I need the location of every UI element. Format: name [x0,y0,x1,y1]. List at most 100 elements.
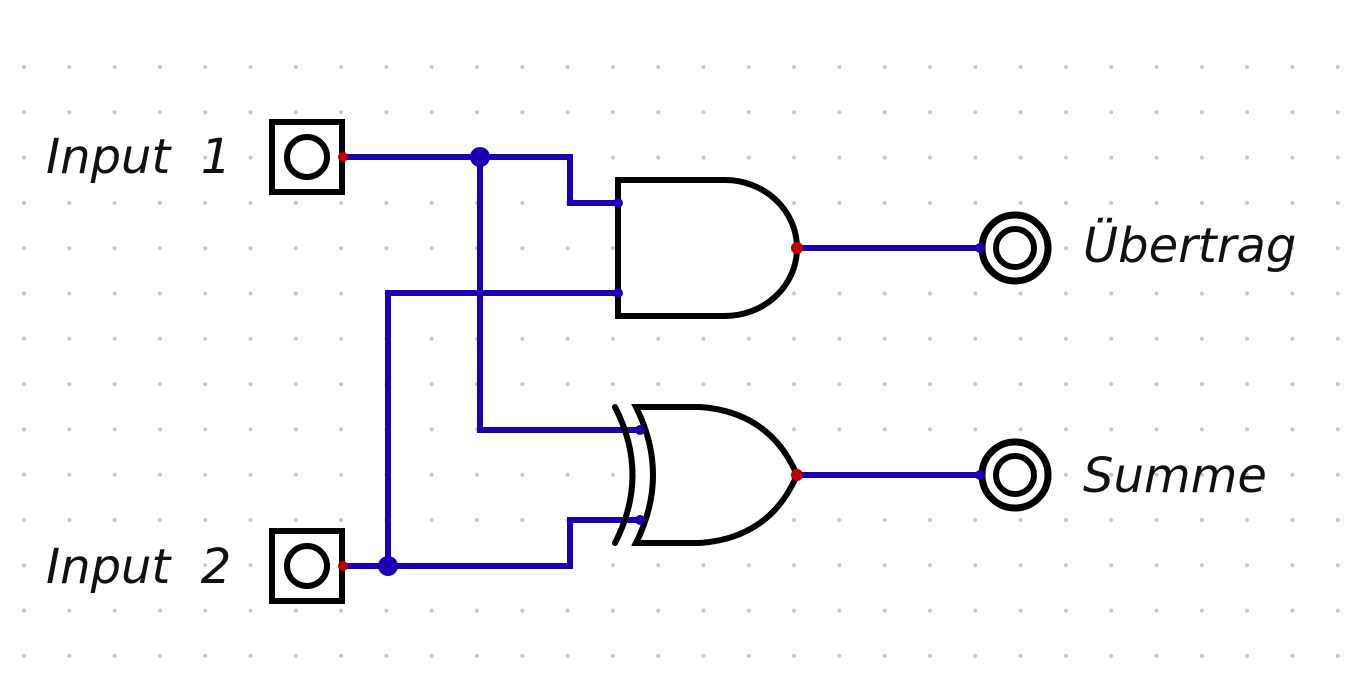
grid-dot [67,472,72,477]
grid-dot [429,65,434,69]
grid-dot [1335,155,1340,160]
grid-dot [1018,200,1023,205]
grid-dot [1199,427,1204,432]
grid-dot [1335,65,1340,69]
grid-dot [746,336,751,341]
grid-dot [293,336,298,341]
grid-dot [248,382,253,387]
grid-dot [429,653,434,658]
grid-dot [248,608,253,613]
grid-dot [837,382,842,387]
grid-dot [882,563,887,568]
grid-dot [1245,291,1250,296]
grid-dot [203,608,208,613]
grid-dot [203,155,208,160]
grid-dot [610,336,615,341]
grid-dot [339,382,344,387]
grid-dot [1063,291,1068,296]
input-1-switch[interactable] [269,119,345,195]
output-summe-lamp[interactable] [978,438,1052,512]
grid-dot [293,65,298,69]
grid-dot [475,608,479,613]
grid-dot [1018,608,1023,613]
grid-dot [837,336,842,341]
and-gate[interactable] [615,177,800,319]
grid-dot [1063,200,1068,205]
grid-dot [1109,472,1114,477]
grid-dot [1109,563,1114,568]
grid-dot [67,427,72,432]
grid-dot [293,382,298,387]
grid-dot [1063,518,1068,522]
grid-dot [157,110,162,115]
grid-dot [1018,518,1023,522]
grid-dot [973,291,978,296]
grid-dot [1199,608,1204,613]
output-uebertrag-lamp[interactable] [978,211,1052,285]
grid-dot [973,518,978,522]
grid-dot [928,65,932,69]
grid-dot [67,608,72,613]
grid-dot [22,155,26,160]
grid-dot [1063,336,1068,341]
grid-dot [565,653,570,658]
junction-input1 [470,147,490,167]
grid-dot [157,563,162,568]
grid-dot [67,200,72,205]
grid-dot [22,608,26,613]
grid-dot [339,291,344,296]
output-summe-label: Summe [1083,448,1267,504]
grid-dot [157,65,162,69]
grid-dot [1245,110,1250,115]
grid-dot [656,608,661,613]
grid-dot [610,563,615,568]
grid-dot [1245,653,1250,658]
grid-dot [248,472,253,477]
grid-dot [1063,155,1068,160]
grid-dot [656,110,661,115]
grid-dot [610,110,615,115]
grid-dot [1245,472,1250,477]
grid-dot [1199,65,1204,69]
output-uebertrag-pin [975,243,985,253]
grid-dot [610,155,615,160]
grid-dot [1154,653,1159,658]
grid-dot [1154,65,1159,69]
grid-dot [837,653,842,658]
grid-dot [293,608,298,613]
grid-dot [1335,200,1340,205]
grid-dot [1245,155,1250,160]
grid-dot [203,472,208,477]
grid-dot [792,200,797,205]
grid-dot [1335,110,1340,115]
grid-dot [973,608,978,613]
input-2-switch[interactable] [269,528,345,604]
grid-dot [928,200,932,205]
grid-dot [973,382,978,387]
grid-dot [248,336,253,341]
grid-dot [293,427,298,432]
grid-dot [293,472,298,477]
grid-dot [928,563,932,568]
grid-dot [429,472,434,477]
grid-dot [157,155,162,160]
grid-dot [67,291,72,296]
grid-dot [203,291,208,296]
grid-dot [475,65,479,69]
input-1-label: Input 1 [46,129,232,185]
grid-dot [746,608,751,613]
grid-dot [746,65,751,69]
input-2-label: Input 2 [46,539,232,595]
grid-dot [882,427,887,432]
grid-dot [339,608,344,613]
grid-dot [1290,336,1295,341]
grid-dot [203,653,208,658]
grid-dot [429,382,434,387]
grid-dot [792,291,797,296]
grid-dot [1154,155,1159,160]
xor-gate[interactable] [612,404,801,546]
xor-gate-output-pin [791,469,803,481]
grid-dot [1290,472,1295,477]
grid-dot [1018,65,1023,69]
grid-dot [1063,382,1068,387]
